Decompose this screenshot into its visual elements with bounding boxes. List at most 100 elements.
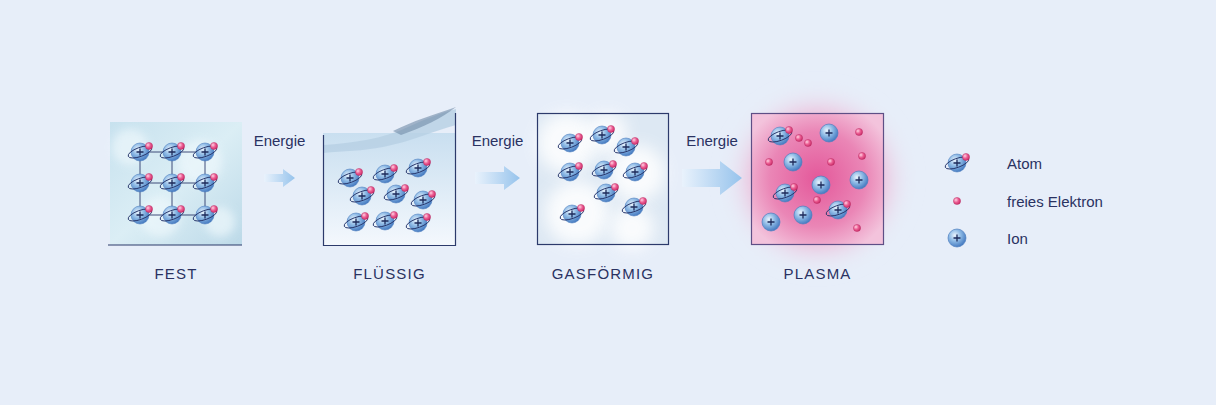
electron-symbol bbox=[813, 196, 820, 203]
plus-sign bbox=[169, 149, 176, 156]
atom-symbol bbox=[372, 211, 399, 230]
plus-sign bbox=[137, 180, 144, 187]
electron-symbol bbox=[962, 153, 969, 160]
state-illustration bbox=[751, 113, 884, 245]
atom-symbol bbox=[767, 126, 794, 145]
plus-sign bbox=[359, 193, 366, 200]
atom-symbol bbox=[825, 200, 852, 219]
plus-sign bbox=[782, 190, 789, 197]
atom-symbol bbox=[159, 142, 186, 161]
plus-sign bbox=[137, 149, 144, 156]
electron-symbol bbox=[177, 142, 184, 149]
plus-sign bbox=[818, 182, 825, 189]
plus-sign bbox=[768, 219, 775, 226]
atom-symbol bbox=[557, 162, 584, 181]
panel-border bbox=[752, 114, 884, 245]
atom-symbol bbox=[192, 142, 219, 161]
plus-sign bbox=[777, 133, 784, 140]
atom-symbol bbox=[557, 133, 584, 152]
atom-symbol bbox=[559, 204, 586, 223]
state-label: GASFÖRMIG bbox=[507, 265, 699, 282]
electron-symbol bbox=[423, 213, 430, 220]
state-label: PLASMA bbox=[721, 265, 914, 282]
electron-symbol bbox=[790, 183, 797, 190]
plasma-background bbox=[751, 113, 884, 245]
atom-symbol bbox=[159, 205, 186, 224]
energy-arrow bbox=[682, 161, 742, 195]
plus-sign bbox=[567, 140, 574, 147]
plus-sign bbox=[632, 169, 639, 176]
ion-sphere bbox=[948, 229, 966, 247]
ion-symbol bbox=[850, 171, 868, 189]
electron-symbol bbox=[210, 173, 217, 180]
plus-sign bbox=[856, 177, 863, 184]
plus-sign bbox=[623, 144, 630, 151]
plus-sign bbox=[169, 212, 176, 219]
electron-symbol bbox=[361, 212, 368, 219]
legend-label: freies Elektron bbox=[1007, 193, 1103, 210]
atom-symbol bbox=[593, 183, 620, 202]
atom-symbol bbox=[192, 173, 219, 192]
ion-sphere bbox=[812, 176, 830, 194]
state-panel: FLÜSSIG bbox=[323, 113, 456, 246]
electron-symbol bbox=[640, 162, 647, 169]
ion-symbol bbox=[784, 153, 802, 171]
energy-arrow bbox=[264, 169, 295, 187]
electron-symbol bbox=[785, 126, 792, 133]
ion-sphere bbox=[784, 153, 802, 171]
atom-orbit bbox=[944, 154, 971, 171]
electron-symbol bbox=[145, 142, 152, 149]
electron-symbol bbox=[611, 183, 618, 190]
edge-label: Energie bbox=[235, 132, 325, 149]
edge-label: Energie bbox=[667, 132, 757, 149]
electron-symbol bbox=[210, 205, 217, 212]
plus-sign bbox=[601, 167, 608, 174]
electron-symbol bbox=[145, 173, 152, 180]
atom-symbol bbox=[343, 212, 370, 231]
atom-symbol bbox=[613, 137, 640, 156]
ion-symbol bbox=[812, 176, 830, 194]
plus-sign bbox=[826, 130, 833, 137]
plus-sign bbox=[202, 180, 209, 187]
ion-symbol bbox=[762, 213, 780, 231]
plus-sign bbox=[382, 171, 389, 178]
ion-symbol bbox=[948, 229, 966, 247]
electron-symbol bbox=[631, 137, 638, 144]
plus-sign bbox=[835, 207, 842, 214]
plus-sign bbox=[137, 212, 144, 219]
plus-sign bbox=[393, 191, 400, 198]
ion-symbol bbox=[820, 124, 838, 142]
state-panel: PLASMA bbox=[751, 113, 884, 245]
atom-symbol bbox=[127, 205, 154, 224]
ion-sphere bbox=[820, 124, 838, 142]
electron-symbol bbox=[577, 204, 584, 211]
electron-symbol bbox=[355, 168, 362, 175]
plus-sign bbox=[569, 211, 576, 218]
atom-symbol bbox=[372, 164, 399, 183]
atom-symbol bbox=[192, 205, 219, 224]
water-splash bbox=[393, 107, 456, 135]
electron-symbol bbox=[843, 200, 850, 207]
atom-symbol bbox=[622, 162, 649, 181]
state-panel: FEST bbox=[110, 122, 242, 245]
panel-border bbox=[324, 113, 456, 246]
plus-sign bbox=[567, 169, 574, 176]
electron-symbol bbox=[639, 197, 646, 204]
electron-symbol bbox=[607, 125, 614, 132]
state-illustration bbox=[110, 122, 242, 245]
electron-symbol bbox=[390, 211, 397, 218]
atom-symbol bbox=[405, 213, 432, 232]
electron-symbol bbox=[765, 158, 772, 165]
plus-sign bbox=[347, 175, 354, 182]
plus-sign bbox=[954, 235, 961, 242]
energy-arrow bbox=[475, 166, 520, 190]
electron-symbol bbox=[177, 173, 184, 180]
atom-symbol bbox=[159, 173, 186, 192]
electron-symbol bbox=[609, 160, 616, 167]
ion-sphere bbox=[794, 206, 812, 224]
ground-line bbox=[108, 244, 242, 245]
electron-symbol bbox=[953, 197, 960, 204]
plus-sign bbox=[202, 149, 209, 156]
atom-symbol bbox=[127, 173, 154, 192]
